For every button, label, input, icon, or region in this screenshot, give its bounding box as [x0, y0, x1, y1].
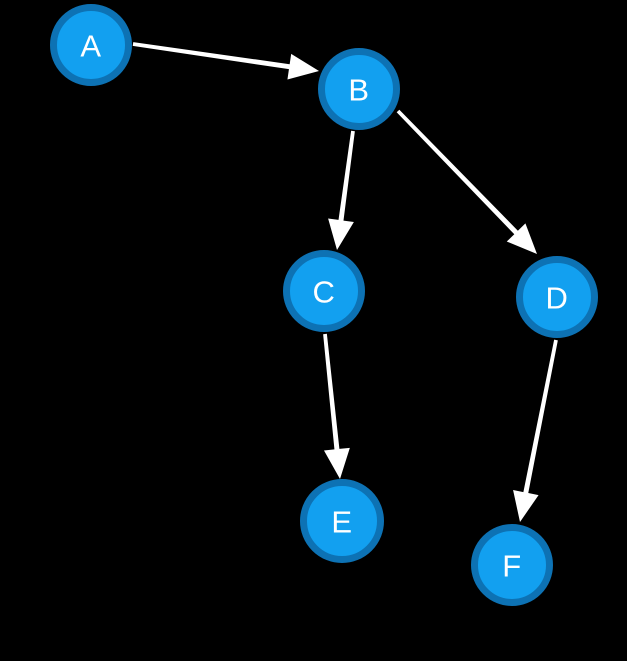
node-circle-d [516, 256, 598, 338]
graph-node-e[interactable]: E [300, 479, 384, 563]
graph-edge-a-to-b[interactable] [132, 42, 319, 80]
node-layer: A B C D E F [50, 4, 598, 606]
graph-edge-c-to-e[interactable] [323, 333, 350, 479]
node-label-e: E [331, 505, 352, 540]
node-circle-a [50, 4, 132, 86]
node-circle-c [283, 250, 365, 332]
node-label-b: B [348, 73, 369, 108]
node-label-a: A [80, 29, 101, 64]
node-circle-b [318, 48, 400, 130]
edge-layer [132, 42, 558, 522]
graph-edge-b-to-c[interactable] [328, 130, 355, 250]
graph-edge-d-to-f[interactable] [513, 339, 558, 522]
graph-node-b[interactable]: B [318, 48, 400, 130]
node-circle-e [300, 479, 384, 563]
graph-node-f[interactable]: F [471, 524, 553, 606]
node-label-f: F [502, 549, 521, 584]
graph-node-a[interactable]: A [50, 4, 132, 86]
node-label-d: D [546, 281, 569, 316]
node-circle-f [471, 524, 553, 606]
graph-edge-b-to-d[interactable] [396, 109, 537, 254]
graph-node-c[interactable]: C [283, 250, 365, 332]
node-label-c: C [313, 275, 336, 310]
graph-node-d[interactable]: D [516, 256, 598, 338]
